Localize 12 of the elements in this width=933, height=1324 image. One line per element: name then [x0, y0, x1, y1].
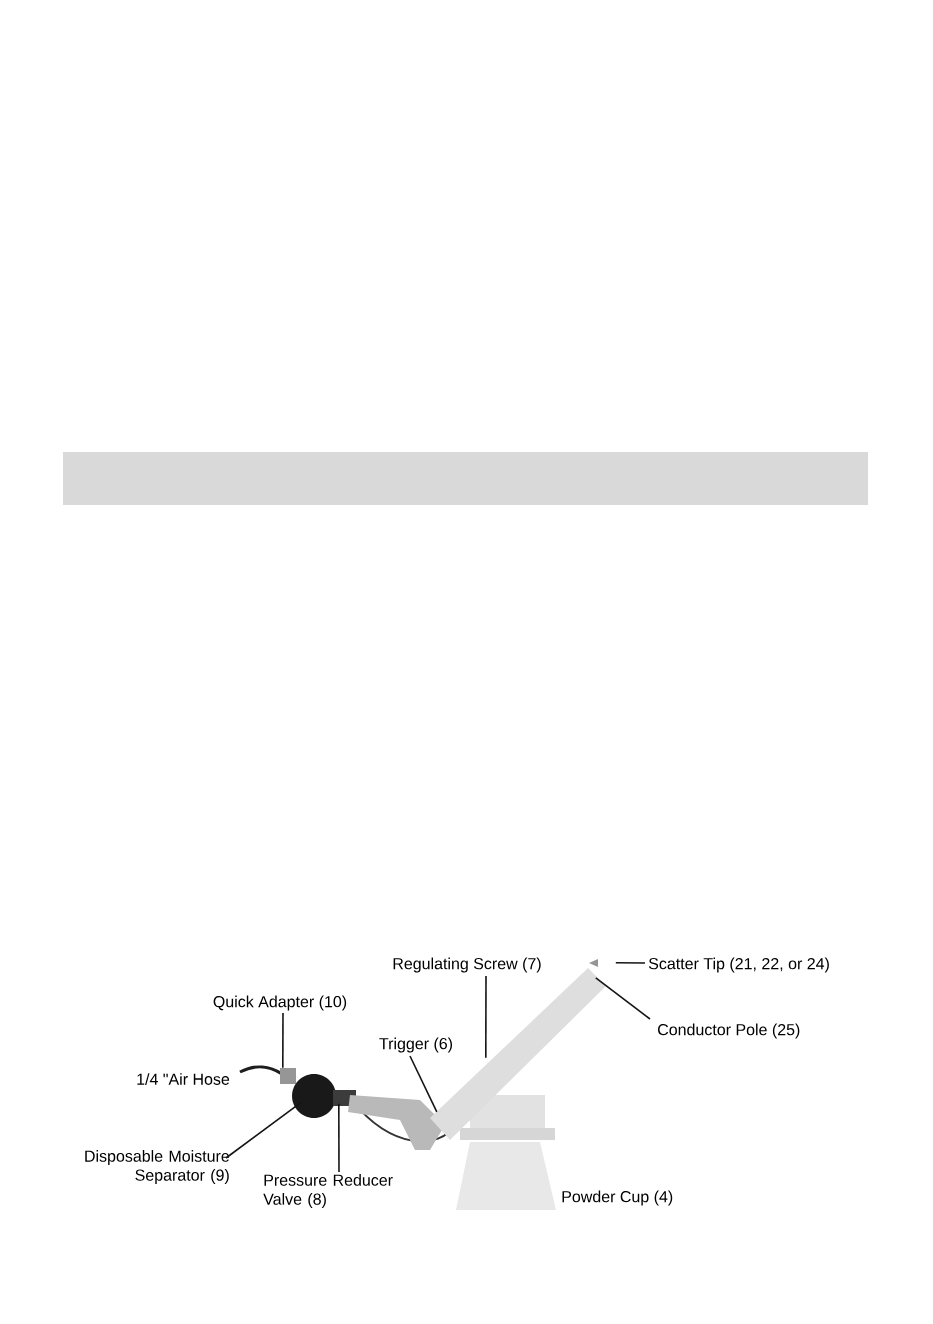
- part-label: Disposable Moisture Separator (9): [85, 1150, 230, 1184]
- leader-line: [485, 975, 487, 1059]
- part-label: Scatter Tip (21, 22, or 24): [648, 957, 829, 973]
- leader-line: [409, 1055, 438, 1113]
- leader-line: [615, 962, 646, 964]
- leader-line: [595, 977, 651, 1020]
- part-label: Conductor Pole (25): [658, 1023, 800, 1039]
- leader-line: [282, 1012, 284, 1069]
- leader-line: [225, 1101, 303, 1159]
- part-label: Powder Cup (4): [562, 1190, 673, 1206]
- part-label: Quick Adapter (10): [213, 995, 347, 1011]
- leader-line: [338, 1103, 340, 1173]
